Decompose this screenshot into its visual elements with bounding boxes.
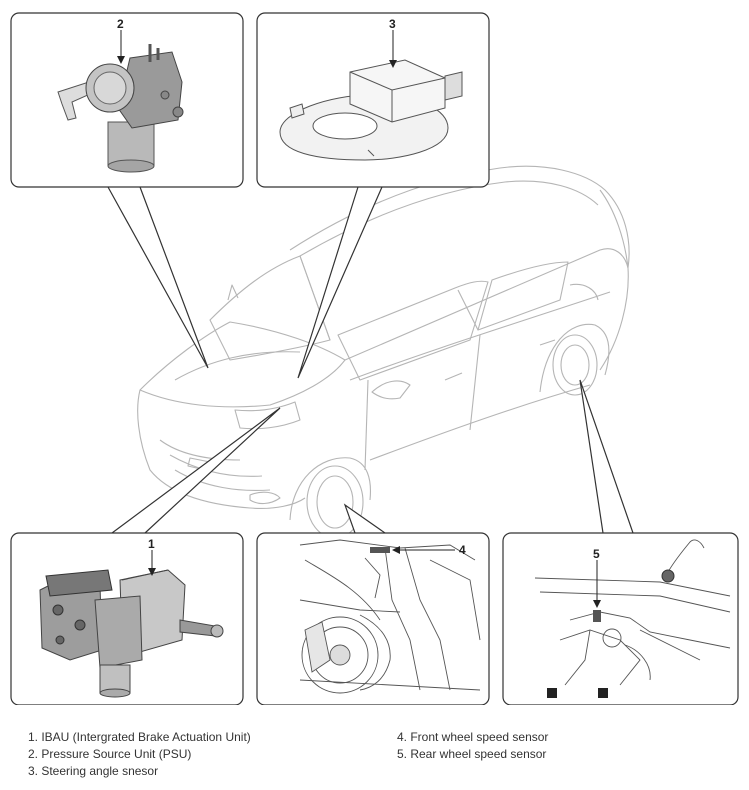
rear-wheel-sensor-detail-box: 5 (502, 532, 739, 705)
callout-number-5: 5 (593, 547, 600, 561)
legend-left: 1. IBAU (Intergrated Brake Actuation Uni… (28, 729, 251, 780)
callout-number-2: 2 (117, 17, 124, 31)
front-wheel-sensor-detail-box: 4 (256, 532, 490, 705)
callout-number-4: 4 (459, 543, 466, 557)
legend-item-1: 1. IBAU (Intergrated Brake Actuation Uni… (28, 730, 251, 744)
component-location-diagram: 2 3 (10, 12, 739, 705)
legend-right: 4. Front wheel speed sensor 5. Rear whee… (397, 729, 548, 763)
callout-number-3: 3 (389, 17, 396, 31)
ibau-detail-box: 1 (10, 532, 244, 705)
legend-item-4: 4. Front wheel speed sensor (397, 730, 549, 744)
car-illustration (137, 165, 630, 539)
callout-number-1: 1 (148, 537, 155, 551)
legend-item-5: 5. Rear wheel speed sensor (397, 747, 547, 761)
steering-sensor-detail-box: 3 (256, 12, 490, 188)
legend-item-3: 3. Steering angle snesor (28, 764, 159, 778)
psu-detail-box: 2 (10, 12, 244, 188)
callout-wedges (107, 186, 634, 534)
legend-item-2: 2. Pressure Source Unit (PSU) (28, 747, 192, 761)
